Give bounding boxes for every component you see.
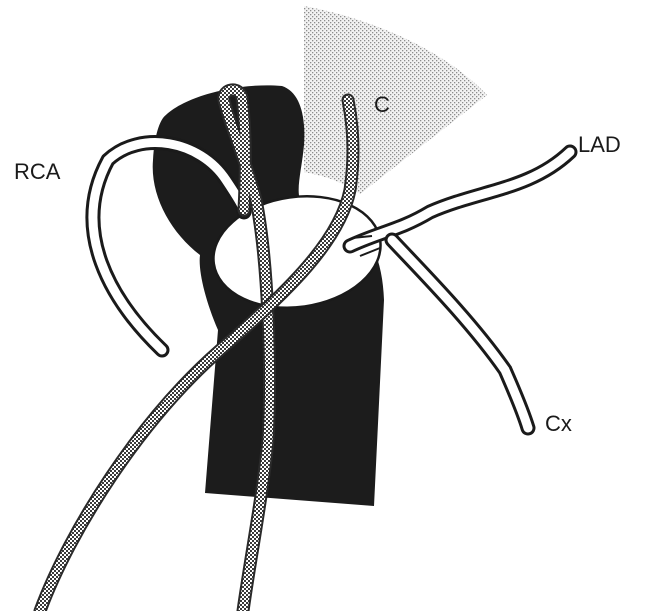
c-label: C: [374, 94, 390, 116]
circumflex-vessel: [392, 240, 528, 428]
rca-label: RCA: [14, 161, 60, 183]
lad-label: LAD: [578, 134, 621, 156]
cx-label: Cx: [545, 413, 572, 435]
fluoroscopy-sector: [304, 6, 487, 194]
